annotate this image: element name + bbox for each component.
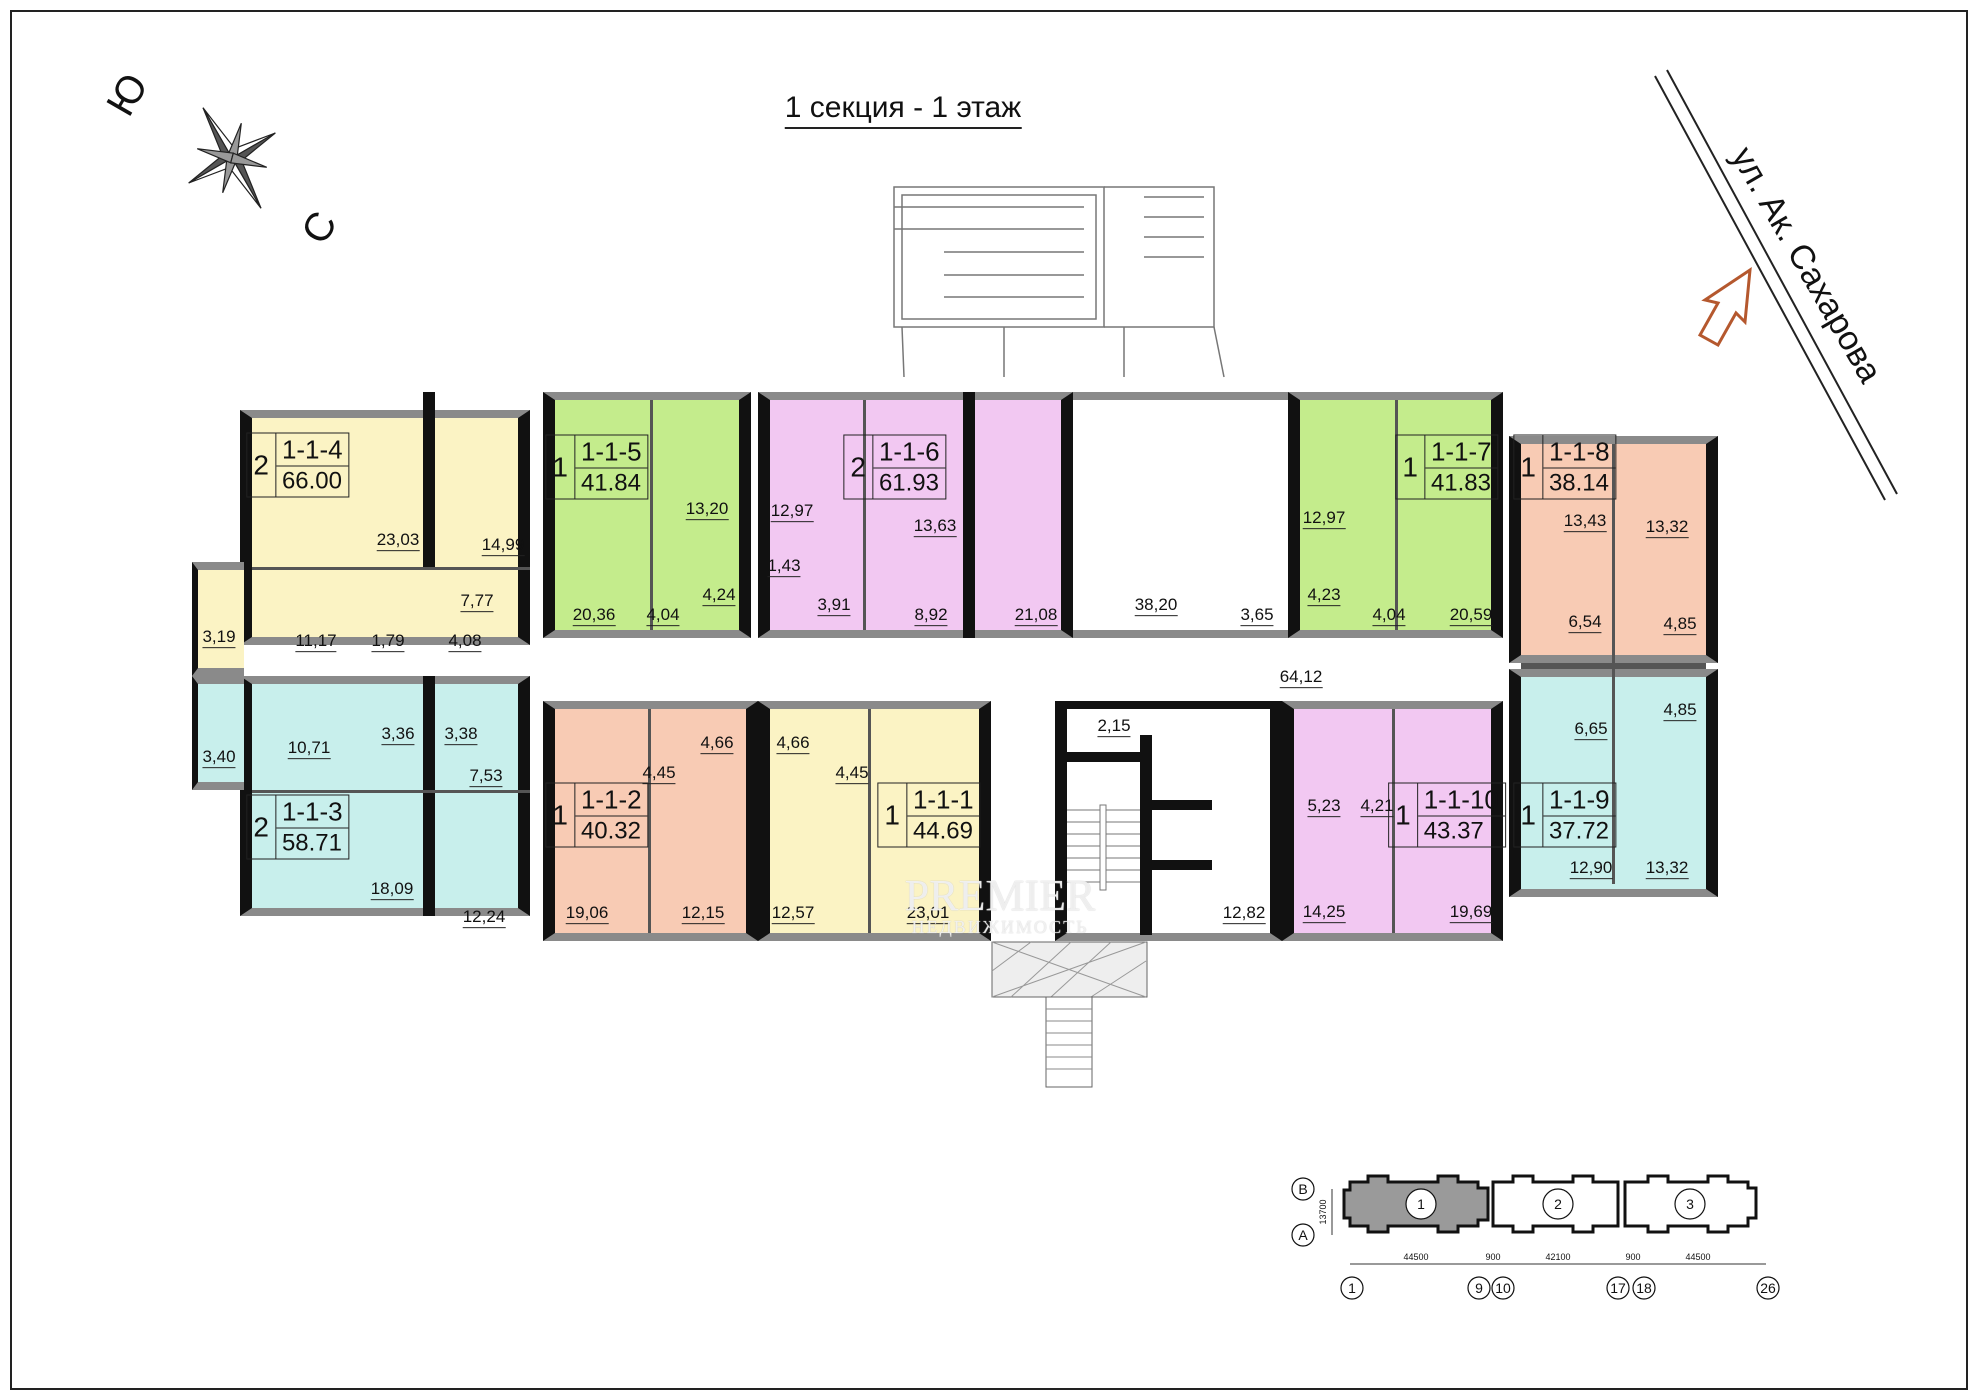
room-area: 3,19 xyxy=(202,627,236,648)
room-area: 4,04 xyxy=(1372,605,1406,626)
dimension: 44500 xyxy=(1403,1252,1428,1262)
room-area: 20,59 xyxy=(1449,605,1493,626)
room-area: 18,09 xyxy=(370,879,414,900)
axis-label: 26 xyxy=(1760,1280,1776,1296)
room-area: 4,45 xyxy=(642,763,676,784)
exterior-stair xyxy=(893,186,1225,378)
room-area: 4,45 xyxy=(835,763,869,784)
balcony-1-1-3 xyxy=(192,676,244,790)
dimension: 13700 xyxy=(1318,1199,1328,1224)
room-area: 6,65 xyxy=(1574,719,1608,740)
entrance-porch xyxy=(991,941,1148,1088)
room-area: 12,24 xyxy=(462,907,506,928)
room-area: 13,32 xyxy=(1645,517,1689,538)
compass-rose-icon xyxy=(188,107,276,209)
room-area: 13,43 xyxy=(1563,511,1607,532)
room-area: 3,38 xyxy=(444,724,478,745)
stair-flight xyxy=(1067,804,1140,891)
room-area: 1,79 xyxy=(371,631,405,652)
room-area: 13,63 xyxy=(913,516,957,537)
page-title: 1 секция - 1 этаж xyxy=(784,91,1022,129)
room-area: 11,17 xyxy=(295,631,337,652)
room-area: 14,99 xyxy=(481,535,525,556)
room-area: 12,57 xyxy=(771,903,815,924)
room-area: 4,66 xyxy=(776,733,810,754)
room-area: 12,97 xyxy=(1302,508,1346,529)
apartment-1-1-1[interactable] xyxy=(758,701,991,941)
dimension: 900 xyxy=(1485,1252,1500,1262)
key-plan-section: 3 xyxy=(1686,1196,1694,1212)
room-area: 12,90 xyxy=(1569,858,1613,879)
room-area: 19,06 xyxy=(565,903,609,924)
room-area: 20,36 xyxy=(572,605,616,626)
room-area: 3,40 xyxy=(202,747,236,768)
key-plan-section: 1 xyxy=(1417,1196,1425,1212)
corridor-area: 38,20 xyxy=(1134,595,1178,616)
room-area: 4,21 xyxy=(1360,796,1394,817)
room-area: 3,36 xyxy=(381,724,415,745)
room-area: 3,91 xyxy=(817,595,851,616)
apartment-1-1-6[interactable] xyxy=(758,392,1073,638)
room-area: 7,53 xyxy=(469,766,503,787)
vestibule-area: 2,15 xyxy=(1097,716,1131,737)
room-area: 4,04 xyxy=(646,605,680,626)
room-area: 23,01 xyxy=(906,903,950,924)
wc-area: 3,65 xyxy=(1240,605,1274,626)
room-area: 23,03 xyxy=(376,530,420,551)
dimension: 900 xyxy=(1625,1252,1640,1262)
corridor-top xyxy=(1073,392,1288,638)
axis-label: 18 xyxy=(1636,1280,1652,1296)
room-area: 4,24 xyxy=(702,585,736,606)
room-area: 12,97 xyxy=(770,501,814,522)
key-plan-section: 2 xyxy=(1554,1196,1562,1212)
dimension: 44500 xyxy=(1685,1252,1710,1262)
room-area: 13,32 xyxy=(1645,858,1689,879)
balcony-1-1-4 xyxy=(192,562,244,676)
lift-hall-area: 12,82 xyxy=(1222,903,1266,924)
dimension: 42100 xyxy=(1545,1252,1570,1262)
room-area: 12,15 xyxy=(681,903,725,924)
room-area: 4,85 xyxy=(1663,700,1697,721)
room-area: 13,20 xyxy=(685,499,729,520)
room-area: 1,43 xyxy=(767,556,801,577)
room-area: 4,08 xyxy=(448,631,482,652)
room-area: 4,66 xyxy=(700,733,734,754)
apartment-1-1-3[interactable] xyxy=(240,676,530,916)
apartment-1-1-4[interactable] xyxy=(240,410,530,645)
room-area: 14,25 xyxy=(1302,902,1346,923)
axis-label: 17 xyxy=(1610,1280,1626,1296)
stairwell xyxy=(1055,701,1282,941)
room-area: 19,69 xyxy=(1449,902,1493,923)
room-area: 21,08 xyxy=(1014,605,1058,626)
axis-label: В xyxy=(1298,1181,1307,1197)
room-area: 4,85 xyxy=(1663,614,1697,635)
apartment-1-1-5[interactable] xyxy=(543,392,751,638)
room-area: 10,71 xyxy=(287,738,331,759)
axis-label: 10 xyxy=(1495,1280,1511,1296)
drawing-frame xyxy=(10,10,1968,1390)
room-area: 7,77 xyxy=(460,591,494,612)
entrance-arrow-icon xyxy=(1697,267,1752,348)
axis-label: 1 xyxy=(1348,1280,1356,1296)
axis-label: 9 xyxy=(1475,1280,1483,1296)
corridor-area: 64,12 xyxy=(1279,667,1323,688)
room-area: 4,23 xyxy=(1307,585,1341,606)
room-area: 6,54 xyxy=(1568,612,1602,633)
key-plan: 1 2 3 В А 1 9 10 17 18 26 44500 900 4210… xyxy=(1291,1174,1780,1300)
axis-label: А xyxy=(1298,1227,1308,1243)
room-area: 5,23 xyxy=(1307,796,1341,817)
room-area: 8,92 xyxy=(914,605,948,626)
